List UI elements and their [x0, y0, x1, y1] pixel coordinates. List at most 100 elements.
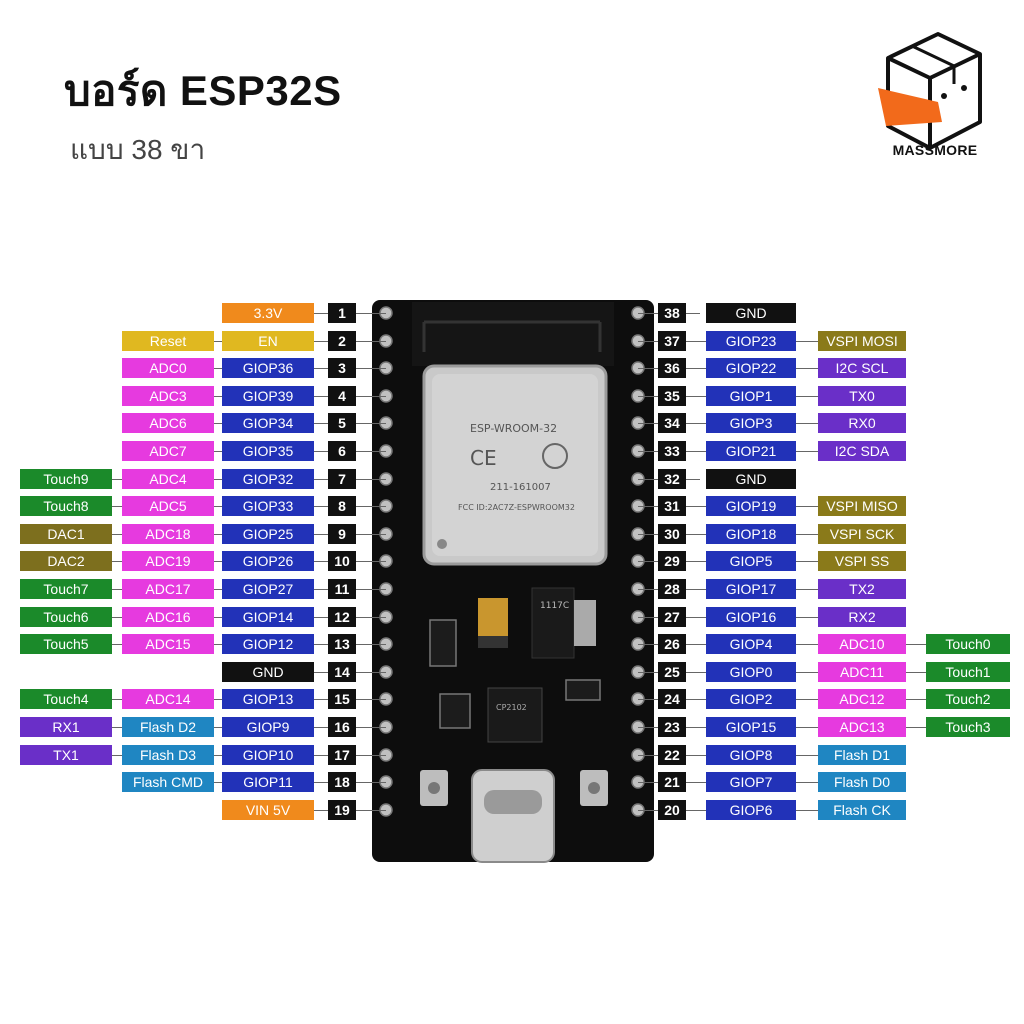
pin-number-left-6: 6 [328, 441, 356, 461]
pin-label-right-15-0: GIOP15 [706, 717, 796, 737]
pin-number-left-4: 4 [328, 386, 356, 406]
pin-label-left-18-0: VIN 5V [222, 800, 314, 820]
pin-label-right-0-0: GND [706, 303, 796, 323]
pin-label-left-9-0: GIOP26 [222, 551, 314, 571]
pin-label-left-2-1: ADC0 [122, 358, 214, 378]
pin-label-right-10-1: TX2 [818, 579, 906, 599]
pin-number-left-13: 13 [328, 634, 356, 654]
pin-number-right-25: 25 [658, 662, 686, 682]
pin-label-left-12-1: ADC15 [122, 634, 214, 654]
pin-number-left-2: 2 [328, 331, 356, 351]
pin-number-left-16: 16 [328, 717, 356, 737]
pin-number-left-15: 15 [328, 689, 356, 709]
pin-label-left-11-2: Touch6 [20, 607, 112, 627]
pin-label-left-15-1: Flash D2 [122, 717, 214, 737]
pin-label-left-6-2: Touch9 [20, 469, 112, 489]
pin-number-right-24: 24 [658, 689, 686, 709]
pin-label-right-5-0: GIOP21 [706, 441, 796, 461]
pin-label-right-9-1: VSPI SS [818, 551, 906, 571]
pin-number-left-17: 17 [328, 745, 356, 765]
pin-label-left-0-0: 3.3V [222, 303, 314, 323]
pin-label-right-8-0: GIOP18 [706, 524, 796, 544]
pin-label-right-12-1: ADC10 [818, 634, 906, 654]
usb-chip-label: CP2102 [496, 703, 527, 712]
brand-name: MASSMORE [892, 142, 978, 158]
pin-label-right-7-0: GIOP19 [706, 496, 796, 516]
page-title: บอร์ด ESP32S [64, 67, 342, 114]
pin-label-left-8-1: ADC18 [122, 524, 214, 544]
pin-number-left-9: 9 [328, 524, 356, 544]
pin-number-left-14: 14 [328, 662, 356, 682]
pin-number-left-10: 10 [328, 551, 356, 571]
pin-label-left-7-1: ADC5 [122, 496, 214, 516]
pin-label-left-6-0: GIOP32 [222, 469, 314, 489]
pin-label-left-9-2: DAC2 [20, 551, 112, 571]
pin-number-left-3: 3 [328, 358, 356, 378]
pin-label-left-17-1: Flash CMD [122, 772, 214, 792]
pin-label-right-4-1: RX0 [818, 413, 906, 433]
pin-label-left-15-0: GIOP9 [222, 717, 314, 737]
pin-label-left-1-1: Reset [122, 331, 214, 351]
pin-label-left-4-1: ADC6 [122, 413, 214, 433]
pin-number-right-27: 27 [658, 607, 686, 627]
pin-label-left-17-0: GIOP11 [222, 772, 314, 792]
pin-number-left-8: 8 [328, 496, 356, 516]
pin-number-left-18: 18 [328, 772, 356, 792]
pin-label-right-2-1: I2C SCL [818, 358, 906, 378]
module-fcc: FCC ID:2AC7Z-ESPWROOM32 [458, 503, 575, 512]
pin-label-left-5-0: GIOP35 [222, 441, 314, 461]
pin-label-right-3-1: TX0 [818, 386, 906, 406]
pin-label-left-1-0: EN [222, 331, 314, 351]
pin-label-right-10-0: GIOP17 [706, 579, 796, 599]
module-cert: 211-161007 [490, 482, 551, 493]
pin-number-right-31: 31 [658, 496, 686, 516]
pin-number-right-29: 29 [658, 551, 686, 571]
pin-label-left-7-2: Touch8 [20, 496, 112, 516]
pin-label-right-9-0: GIOP5 [706, 551, 796, 571]
pin-label-right-15-1: ADC13 [818, 717, 906, 737]
pin-label-left-10-0: GIOP27 [222, 579, 314, 599]
ce-mark: CE [470, 446, 497, 470]
pin-label-left-16-2: TX1 [20, 745, 112, 765]
pin-number-left-1: 1 [328, 303, 356, 323]
pin-number-left-5: 5 [328, 413, 356, 433]
pin-label-left-10-1: ADC17 [122, 579, 214, 599]
pin-label-right-12-0: GIOP4 [706, 634, 796, 654]
pin-number-right-37: 37 [658, 331, 686, 351]
pin-label-right-18-1: Flash CK [818, 800, 906, 820]
pin-label-right-13-1: ADC11 [818, 662, 906, 682]
pin-number-right-21: 21 [658, 772, 686, 792]
pin-label-right-14-0: GIOP2 [706, 689, 796, 709]
pin-number-right-28: 28 [658, 579, 686, 599]
pin-label-left-12-2: Touch5 [20, 634, 112, 654]
pin-label-right-12-2: Touch0 [926, 634, 1010, 654]
pin-label-right-16-1: Flash D1 [818, 745, 906, 765]
pin-label-left-6-1: ADC4 [122, 469, 214, 489]
pin-number-right-23: 23 [658, 717, 686, 737]
pin-label-left-15-2: RX1 [20, 717, 112, 737]
pin-label-left-14-0: GIOP13 [222, 689, 314, 709]
pin-number-right-34: 34 [658, 413, 686, 433]
pin-label-right-13-0: GIOP0 [706, 662, 796, 682]
pin-label-right-5-1: I2C SDA [818, 441, 906, 461]
pin-label-right-13-2: Touch1 [926, 662, 1010, 682]
pin-label-left-8-2: DAC1 [20, 524, 112, 544]
pin-label-right-8-1: VSPI SCK [818, 524, 906, 544]
pin-number-right-38: 38 [658, 303, 686, 323]
pin-label-left-8-0: GIOP25 [222, 524, 314, 544]
pin-number-right-32: 32 [658, 469, 686, 489]
pin-label-left-2-0: GIOP36 [222, 358, 314, 378]
pin-label-left-3-0: GIOP39 [222, 386, 314, 406]
page-subtitle: แบบ 38 ขา [70, 134, 206, 165]
pin-label-right-3-0: GIOP1 [706, 386, 796, 406]
pin-label-right-6-0: GND [706, 469, 796, 489]
pin-label-left-16-0: GIOP10 [222, 745, 314, 765]
pin-label-right-2-0: GIOP22 [706, 358, 796, 378]
pin-number-left-11: 11 [328, 579, 356, 599]
pin-label-right-11-1: RX2 [818, 607, 906, 627]
pin-label-left-4-0: GIOP34 [222, 413, 314, 433]
pin-label-right-1-0: GIOP23 [706, 331, 796, 351]
pin-number-right-33: 33 [658, 441, 686, 461]
